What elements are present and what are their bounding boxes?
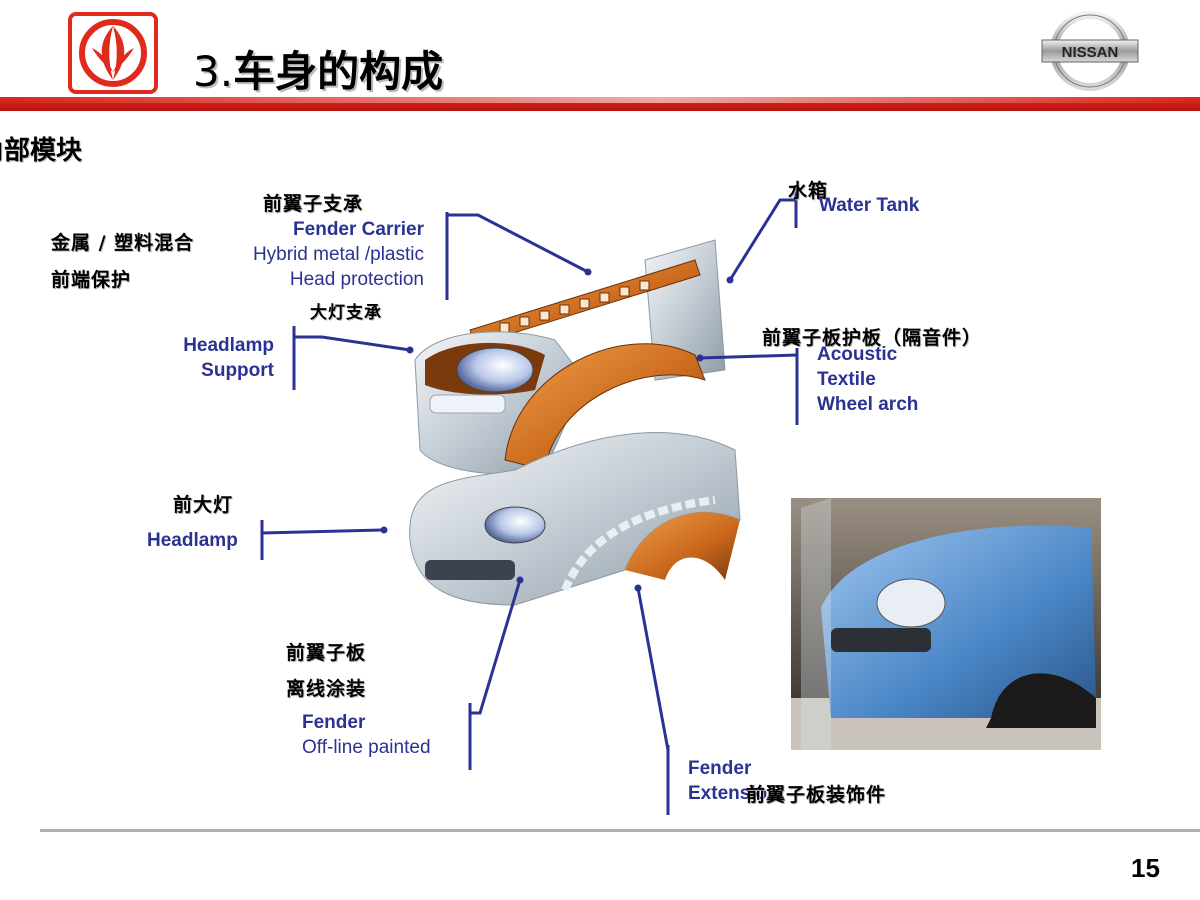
label-acoustic-en-2: Textile bbox=[817, 369, 876, 390]
page-title: 3.车身的构成 bbox=[193, 38, 443, 99]
label-fender-carrier-cn: 前翼子支承 bbox=[263, 193, 364, 215]
label-headlamp-support-en-2: Support bbox=[201, 360, 274, 381]
label-hybrid-en-1: Hybrid metal /plastic bbox=[252, 244, 424, 265]
label-fender-carrier-en: Fender Carrier bbox=[293, 219, 424, 240]
label-extension-cn: 前翼子板装饰件 bbox=[746, 784, 887, 806]
header-graphics bbox=[0, 97, 1200, 111]
section-heading: 角部模块 bbox=[0, 136, 83, 166]
label-hybrid-cn-1: 金属 / 塑料混合 bbox=[51, 232, 195, 254]
footer-divider bbox=[40, 829, 1200, 832]
label-water-tank-cn: 水箱 bbox=[788, 180, 829, 202]
label-acoustic-cn: 前翼子板护板（隔音件） bbox=[762, 327, 983, 349]
exploded-corner-module-illustration bbox=[409, 239, 741, 606]
label-water-tank-en: Water Tank bbox=[819, 195, 920, 216]
label-fender-en-1: Fender bbox=[302, 712, 366, 733]
label-hybrid-cn-2: 前端保护 bbox=[51, 269, 132, 291]
page-number: 15 bbox=[1131, 853, 1160, 883]
nissan-logo-icon: NISSAN bbox=[1041, 11, 1139, 91]
dongfeng-logo-icon bbox=[68, 12, 158, 94]
label-fender-cn-1: 前翼子板 bbox=[286, 642, 367, 664]
nissan-logo-text: NISSAN bbox=[1062, 44, 1119, 61]
title-number: 3. bbox=[193, 47, 234, 96]
label-headlamp-support-cn: 大灯支承 bbox=[310, 303, 382, 323]
corner-module-photo bbox=[791, 498, 1101, 750]
label-hybrid-en-2: Head protection bbox=[289, 269, 424, 290]
label-headlamp-en: Headlamp bbox=[147, 530, 238, 551]
label-fender-cn-2: 离线涂装 bbox=[286, 678, 367, 700]
label-acoustic-en-3: Wheel arch bbox=[817, 394, 919, 415]
label-fender-en-2: Off-line painted bbox=[302, 737, 431, 758]
label-headlamp-cn: 前大灯 bbox=[173, 494, 234, 516]
label-extension-en-2: Extension bbox=[688, 783, 779, 804]
title-text: 车身的构成 bbox=[233, 47, 444, 96]
label-headlamp-support-en-1: Headlamp bbox=[183, 335, 274, 356]
label-acoustic-en-1: Acoustic bbox=[817, 344, 898, 365]
label-extension-en-1: Fender bbox=[688, 758, 752, 779]
